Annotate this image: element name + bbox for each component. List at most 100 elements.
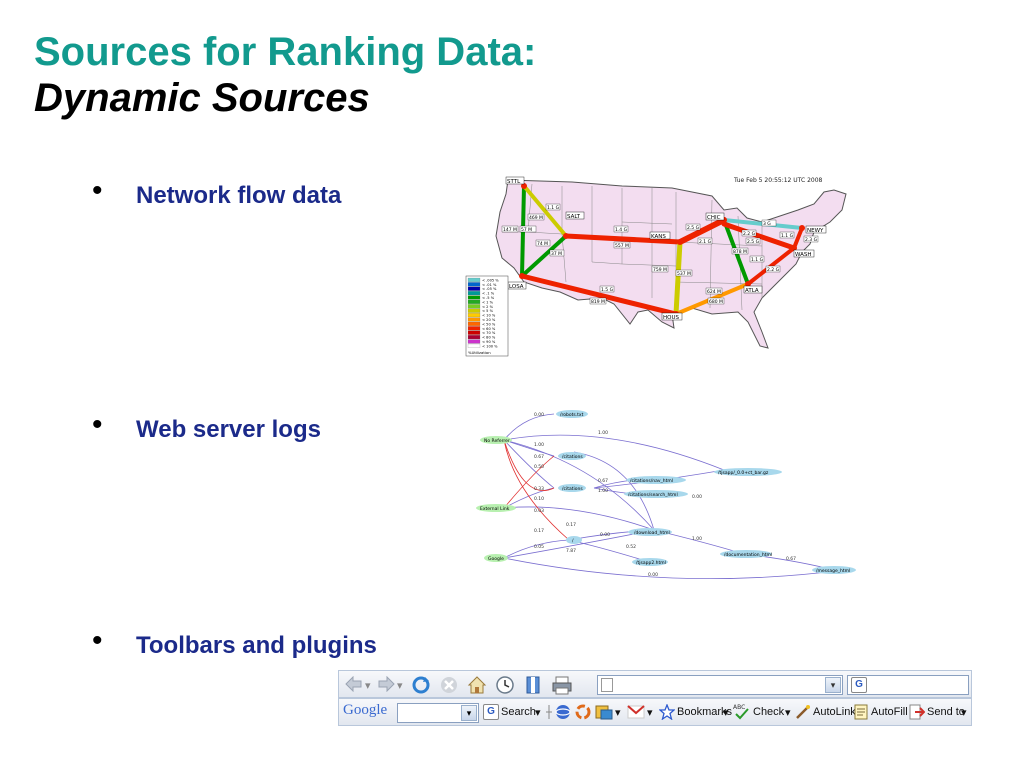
- svg-text:2.5 G: 2.5 G: [747, 239, 760, 245]
- svg-text:1.4 G: 1.4 G: [615, 227, 628, 233]
- send-to-button[interactable]: Send to: [927, 706, 965, 718]
- legend-swatch: [467, 339, 481, 344]
- web-log-flow-graph: 0.00 1.00 1.00 0.67 0.50 0.33 0.10 0.03 …: [476, 410, 856, 580]
- svg-text:3 G: 3 G: [763, 221, 771, 227]
- popup-blocker-icon[interactable]: [595, 704, 613, 720]
- legend-label: < 50 %: [482, 322, 496, 326]
- svg-text:557 M: 557 M: [615, 243, 629, 249]
- svg-text:0.00: 0.00: [600, 532, 610, 538]
- legend-swatch: [467, 343, 481, 348]
- legend-label: < .05 %: [482, 287, 497, 291]
- bullet-marker: •: [92, 624, 103, 657]
- bookmarks-icon[interactable]: [523, 675, 543, 695]
- legend-label: < .005 %: [482, 278, 499, 282]
- flow-node-label: /citations: [562, 486, 583, 492]
- page-icon: [601, 678, 613, 692]
- slide-subtitle: Dynamic Sources: [34, 76, 370, 120]
- svg-text:1.5 G: 1.5 G: [601, 287, 614, 293]
- popup-dropdown-icon[interactable]: ▾: [615, 707, 621, 719]
- svg-text:1.00: 1.00: [598, 488, 608, 494]
- spellcheck-icon[interactable]: ABC: [733, 703, 751, 721]
- home-icon[interactable]: [467, 675, 487, 695]
- legend-label: < .5 %: [482, 296, 495, 300]
- network-flow-map: STTL SALT LOSA KANS HOUS CHIC NEWY WASH …: [465, 176, 847, 357]
- map-timestamp: Tue Feb 5 20:55:12 UTC 2008: [733, 177, 823, 184]
- node-label: SALT: [567, 214, 581, 220]
- autolink-button[interactable]: AutoLink: [813, 706, 856, 718]
- flow-node-label: External Link: [480, 506, 510, 512]
- back-dropdown-icon[interactable]: ▾: [365, 680, 371, 692]
- legend-caption: %Utilization: [468, 350, 491, 355]
- svg-text:469 M: 469 M: [529, 215, 543, 221]
- flow-node-label: /tjsapp2.html: [636, 560, 666, 566]
- autolink-wand-icon[interactable]: [795, 704, 811, 720]
- divider-icon: [545, 705, 553, 719]
- svg-text:0.52: 0.52: [626, 544, 636, 550]
- toolbar-search-box[interactable]: G: [847, 675, 969, 695]
- legend-label: < 100 %: [482, 344, 498, 348]
- search-button[interactable]: Search: [501, 706, 536, 718]
- legend-label: < 1 %: [482, 300, 494, 304]
- svg-text:57 M: 57 M: [521, 227, 532, 233]
- autofill-button[interactable]: AutoFill: [871, 706, 908, 718]
- flow-node-label: /robots.txt: [560, 412, 584, 418]
- svg-text:0.03: 0.03: [534, 508, 544, 514]
- pagerank-globe-icon[interactable]: [555, 704, 571, 720]
- flow-node-label: Google: [488, 556, 504, 562]
- svg-text:1.1 G: 1.1 G: [751, 257, 764, 263]
- svg-text:878 M: 878 M: [733, 249, 747, 255]
- history-clock-icon[interactable]: [495, 675, 515, 695]
- bullet-marker: •: [92, 408, 103, 441]
- legend-label: < .1 %: [482, 292, 495, 296]
- legend-label: < 80 %: [482, 336, 496, 340]
- svg-text:1.00: 1.00: [692, 536, 702, 542]
- flow-node-label: /citations/nav_html: [630, 478, 673, 484]
- node-label: HOUS: [663, 315, 679, 321]
- legend-swatch: [467, 313, 481, 318]
- flow-node-label: /citations: [562, 454, 583, 460]
- search-dropdown-button[interactable]: ▾: [461, 705, 477, 721]
- svg-text:1.1 G: 1.1 G: [781, 233, 794, 239]
- reload-icon[interactable]: [411, 675, 431, 695]
- star-icon[interactable]: [658, 703, 676, 721]
- search-dropdown-icon[interactable]: ▾: [535, 707, 541, 719]
- gmail-dropdown-icon[interactable]: ▾: [647, 707, 653, 719]
- spinner-icon[interactable]: [575, 704, 591, 720]
- svg-text:0.50: 0.50: [534, 464, 544, 470]
- google-g-icon: G: [483, 704, 499, 720]
- node-label: ATLA: [745, 288, 759, 294]
- svg-text:759 M: 759 M: [653, 267, 667, 273]
- stop-icon[interactable]: [439, 675, 459, 695]
- forward-dropdown-icon[interactable]: ▾: [397, 680, 403, 692]
- send-to-dropdown-icon[interactable]: ▾: [961, 707, 967, 719]
- address-bar[interactable]: ▾: [597, 675, 843, 695]
- gmail-icon[interactable]: [627, 705, 645, 719]
- check-button[interactable]: Check: [753, 706, 785, 718]
- legend-label: < 2 %: [482, 305, 494, 309]
- utilization-legend: < .005 %< .01 %< .05 %< .1 %< .5 %< 1 %<…: [465, 275, 509, 357]
- flow-node-label: /: [572, 538, 574, 544]
- address-dropdown-button[interactable]: ▾: [825, 677, 841, 693]
- bookmarks-button[interactable]: Bookmarks: [677, 706, 733, 718]
- forward-arrow-icon[interactable]: [377, 675, 395, 693]
- print-icon[interactable]: [551, 675, 573, 695]
- svg-text:0.05: 0.05: [534, 544, 544, 550]
- network-nodes: [519, 183, 805, 317]
- legend-swatch: [467, 321, 481, 326]
- link-labels: 1.1 G 469 M 147 M 57 M 74 M 37 M 1.4 G 5…: [501, 203, 819, 305]
- svg-text:624 M: 624 M: [707, 289, 721, 295]
- send-to-icon[interactable]: [909, 704, 926, 720]
- google-search-input[interactable]: ▾: [397, 703, 479, 723]
- svg-text:0.33: 0.33: [534, 486, 544, 492]
- bookmarks-dropdown-icon[interactable]: ▾: [723, 707, 729, 719]
- autofill-icon[interactable]: [853, 704, 869, 720]
- svg-text:74 M: 74 M: [537, 241, 548, 247]
- svg-text:0.67: 0.67: [534, 454, 544, 460]
- check-dropdown-icon[interactable]: ▾: [785, 707, 791, 719]
- back-arrow-icon[interactable]: [345, 675, 363, 693]
- legend-swatch: [467, 308, 481, 313]
- spellcheck-abc-label: ABC: [733, 704, 745, 711]
- legend-swatch: [467, 291, 481, 296]
- bullet-marker: •: [92, 174, 103, 207]
- svg-text:2.2 G: 2.2 G: [743, 231, 756, 237]
